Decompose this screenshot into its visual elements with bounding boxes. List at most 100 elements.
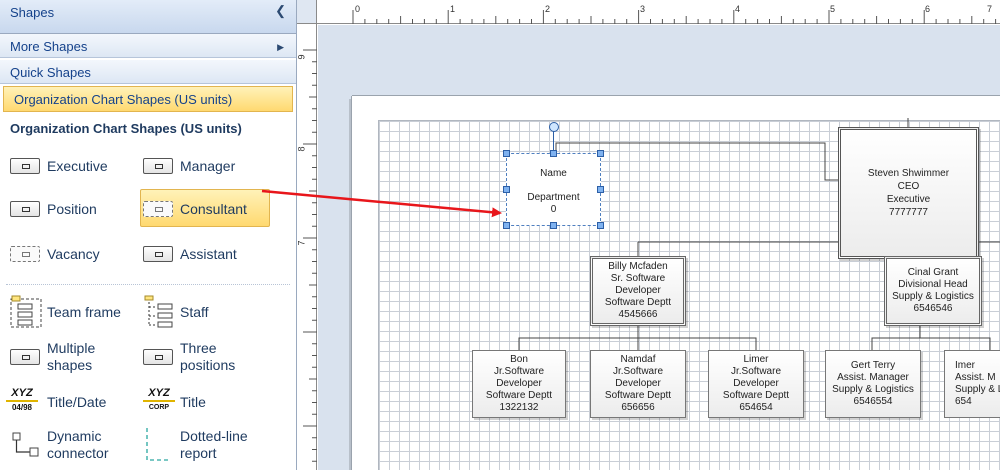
position-dept: Software Deptt xyxy=(722,390,790,401)
selection-handle[interactable] xyxy=(597,186,604,193)
position-shape-icon xyxy=(10,201,40,217)
position-box[interactable]: Bon Jr.Software Developer Software Deptt… xyxy=(472,350,566,418)
manager-dept: Supply & Logistics xyxy=(892,291,974,302)
shape-team-frame[interactable]: Team frame xyxy=(10,295,135,331)
ruler-label: 4 xyxy=(735,4,741,14)
position-title: Jr.Software xyxy=(730,366,782,377)
shape-three-positions[interactable]: Three positions xyxy=(143,340,268,376)
selected-department: Department xyxy=(527,192,580,203)
position-id: 1322132 xyxy=(499,402,539,413)
position-name: Imer xyxy=(955,360,975,371)
position-id: 6546554 xyxy=(853,396,893,407)
selection-handle[interactable] xyxy=(503,222,510,229)
position-id: 654 xyxy=(955,396,972,407)
stencil-divider xyxy=(6,284,290,285)
shape-vacancy[interactable]: Vacancy xyxy=(10,240,135,270)
ruler-label: 2 xyxy=(545,4,551,14)
manager-id: 4545666 xyxy=(618,309,658,320)
ruler-label: 0 xyxy=(355,4,361,14)
shape-executive[interactable]: Executive xyxy=(10,152,135,182)
shape-staff[interactable]: Staff xyxy=(143,295,268,331)
selection-handle[interactable] xyxy=(597,150,604,157)
staff-icon xyxy=(144,295,173,328)
vertical-ruler[interactable]: 9 8 7 xyxy=(297,24,317,470)
horizontal-ruler[interactable]: 0 1 2 3 4 5 6 7 xyxy=(317,0,1000,24)
ruler-label: 3 xyxy=(640,4,646,14)
stencil-title: Organization Chart Shapes (US units) xyxy=(10,121,242,136)
position-box[interactable]: Limer Jr.Software Developer Software Dep… xyxy=(708,350,804,418)
rotation-handle[interactable] xyxy=(549,122,559,132)
shapes-header-label: Shapes xyxy=(10,5,55,20)
shape-dynamic-connector[interactable]: Dynamic connector xyxy=(10,426,135,466)
ruler-label: 7 xyxy=(296,240,307,246)
ruler-label: 9 xyxy=(296,54,307,60)
ceo-id: 7777777 xyxy=(889,207,928,218)
position-title: Assist. M xyxy=(955,372,996,383)
ceo-role: Executive xyxy=(886,194,931,205)
shape-consultant[interactable]: Consultant xyxy=(143,195,268,225)
position-dept: Software Deptt xyxy=(485,390,553,401)
selection-handle[interactable] xyxy=(550,150,557,157)
position-name: Bon xyxy=(510,354,528,365)
manager-title-2: Developer xyxy=(615,285,661,296)
position-label: Position xyxy=(47,201,97,217)
dynamic-connector-icon xyxy=(12,432,39,457)
dotted-line-report-icon xyxy=(146,428,171,461)
ruler-ticks xyxy=(303,49,317,462)
team-frame-label: Team frame xyxy=(47,304,121,320)
assistant-label: Assistant xyxy=(180,246,237,262)
shape-manager[interactable]: Manager xyxy=(143,152,268,182)
ceo-name: Steven Shwimmer xyxy=(867,168,950,179)
dynamic-connector-label: Dynamic connector xyxy=(47,428,109,461)
manager-box[interactable]: Cinal Grant Divisional Head Supply & Log… xyxy=(884,256,982,326)
shape-title-date[interactable]: XYZ 04/98 Title/Date xyxy=(6,386,136,418)
three-positions-label: Three positions xyxy=(180,340,236,373)
org-chart-stencil-label: Organization Chart Shapes (US units) xyxy=(14,92,233,107)
position-box[interactable]: Namdaf Jr.Software Developer Software De… xyxy=(590,350,686,418)
position-title-2: Developer xyxy=(496,378,542,389)
selected-name: Name xyxy=(540,168,567,179)
shape-assistant[interactable]: Assistant xyxy=(143,240,268,270)
assistant-shape-icon xyxy=(143,246,173,262)
position-name: Namdaf xyxy=(620,354,656,365)
executive-shape-icon xyxy=(10,158,40,174)
ceo-box[interactable]: Steven Shwimmer CEO Executive 7777777 xyxy=(838,127,979,259)
position-title-2: Developer xyxy=(733,378,779,389)
shape-title[interactable]: XYZ CORP Title xyxy=(143,386,268,418)
more-shapes-button[interactable]: More Shapes ▶ xyxy=(0,34,296,58)
position-box[interactable]: Gert Terry Assist. Manager Supply & Logi… xyxy=(825,350,921,418)
submenu-arrow-icon: ▶ xyxy=(277,42,284,52)
selection-handle[interactable] xyxy=(550,222,557,229)
position-title: Jr.Software xyxy=(493,366,545,377)
position-id: 654654 xyxy=(739,402,773,413)
position-dept: Supply & Logistics xyxy=(832,384,914,395)
staff-label: Staff xyxy=(180,304,209,320)
manager-box[interactable]: Billy Mcfaden Sr. Software Developer Sof… xyxy=(590,256,686,326)
manager-dept: Software Deptt xyxy=(604,297,672,308)
position-dept: Supply & L xyxy=(955,384,1000,395)
title-date-icon: XYZ 04/98 xyxy=(6,388,38,412)
ruler-label: 8 xyxy=(296,146,307,152)
position-title: Jr.Software xyxy=(612,366,664,377)
selected-consultant-shape[interactable]: Name Department 0 xyxy=(506,153,601,226)
position-name: Limer xyxy=(743,354,769,365)
panel-collapse-icon[interactable]: ❮ xyxy=(275,3,286,18)
selection-handle[interactable] xyxy=(503,150,510,157)
shape-position[interactable]: Position xyxy=(10,195,135,225)
selection-handle[interactable] xyxy=(597,222,604,229)
vacancy-shape-icon xyxy=(10,246,40,262)
selection-handle[interactable] xyxy=(503,186,510,193)
shapes-header[interactable]: Shapes ❮ xyxy=(0,0,296,34)
dotted-line-report-label: Dotted-line report xyxy=(180,428,248,461)
org-chart-stencil-tab[interactable]: Organization Chart Shapes (US units) xyxy=(3,86,293,112)
shape-dotted-line-report[interactable]: Dotted-line report xyxy=(143,426,268,466)
manager-label: Manager xyxy=(180,158,236,174)
manager-title: Sr. Software xyxy=(610,273,666,284)
position-box[interactable]: Imer Assist. M Supply & L 654 xyxy=(944,350,1000,418)
ruler-corner xyxy=(297,0,317,24)
shape-multiple-shapes[interactable]: Multiple shapes xyxy=(10,340,135,376)
manager-title: Divisional Head xyxy=(898,279,968,290)
ruler-ticks xyxy=(352,10,997,24)
quick-shapes-button[interactable]: Quick Shapes xyxy=(0,60,296,84)
more-shapes-label: More Shapes xyxy=(10,39,88,54)
